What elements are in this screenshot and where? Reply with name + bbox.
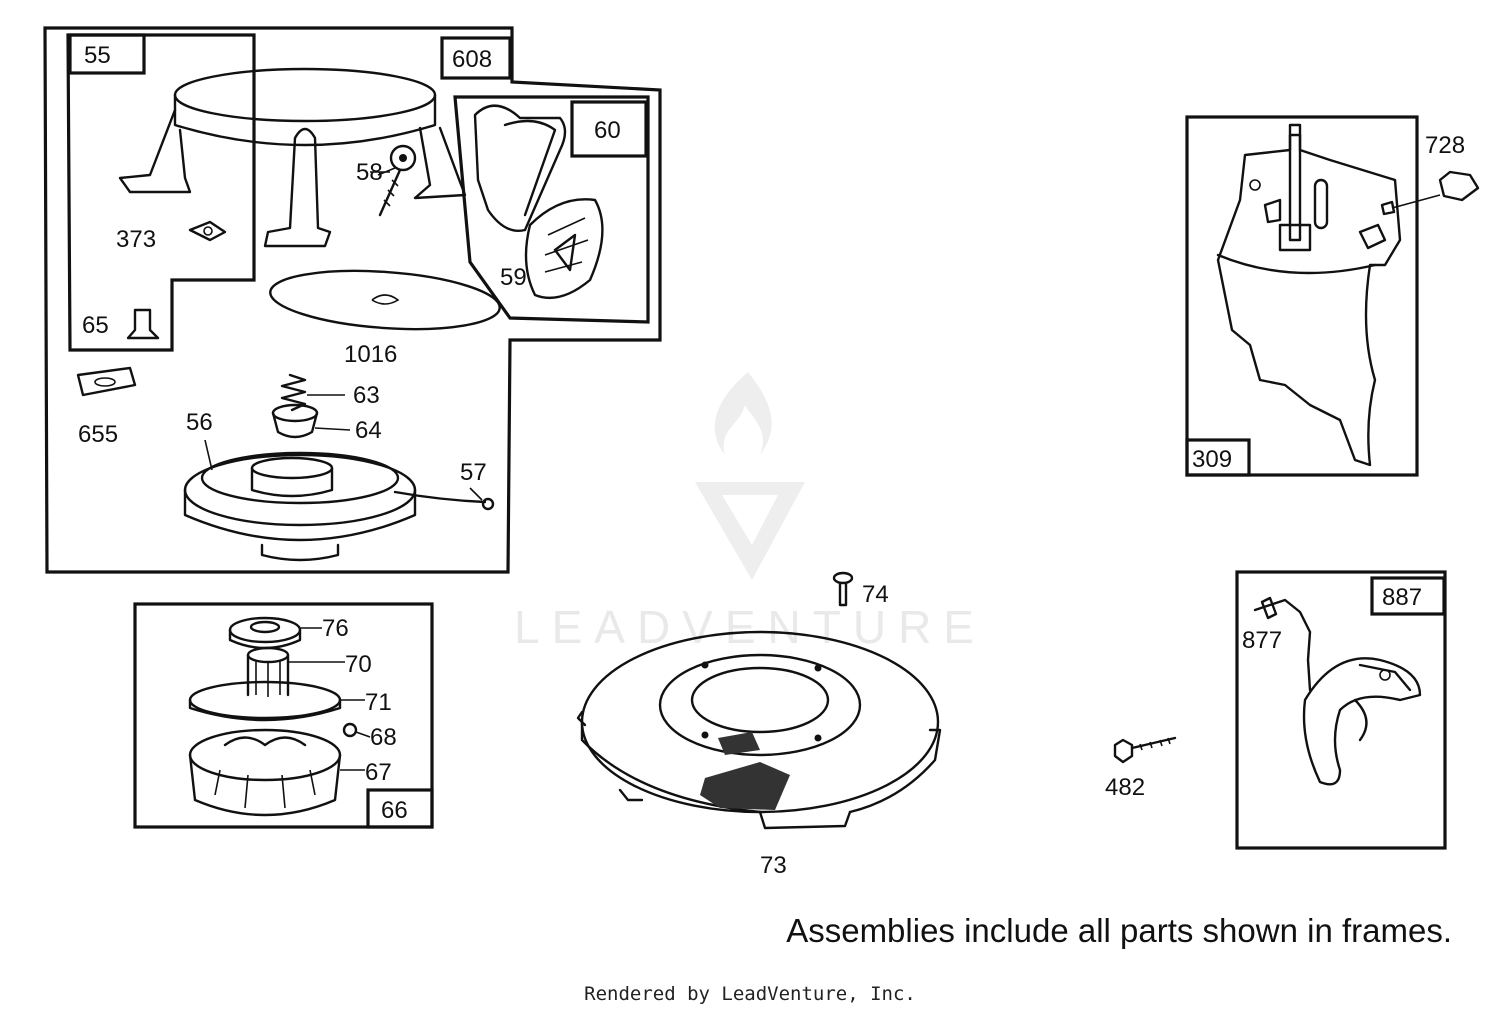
label-65: 65 xyxy=(82,312,109,339)
label-56: 56 xyxy=(186,409,213,436)
bolt-74 xyxy=(832,571,854,607)
assembly-frame-66: 66 xyxy=(133,602,434,829)
cap-64 xyxy=(271,403,319,439)
label-482: 482 xyxy=(1105,774,1145,801)
frame-label-608: 608 xyxy=(440,36,512,80)
screw-58 xyxy=(370,144,417,217)
screen-mesh-upper xyxy=(718,732,760,755)
label-74: 74 xyxy=(862,581,889,608)
part-309-housing xyxy=(1216,123,1402,467)
washer-76 xyxy=(228,616,302,650)
svg-text:887: 887 xyxy=(1382,584,1422,611)
label-373: 373 xyxy=(116,226,156,253)
housing-67 xyxy=(188,728,342,817)
label-63: 63 xyxy=(353,382,380,409)
label-58: 58 xyxy=(356,159,383,186)
label-57: 57 xyxy=(460,459,487,486)
watermark-text: LEADVENTURE xyxy=(514,601,986,653)
frame-label-55: 55 xyxy=(68,33,146,75)
svg-text:608: 608 xyxy=(452,46,492,73)
plate-655 xyxy=(76,366,137,397)
label-70: 70 xyxy=(345,651,372,678)
part-373 xyxy=(188,220,227,242)
label-76: 76 xyxy=(322,615,349,642)
label-73: 73 xyxy=(760,852,787,879)
spring-63 xyxy=(280,373,307,412)
part-728 xyxy=(1380,170,1480,216)
leader-lines xyxy=(204,167,483,501)
leadventure-watermark: LEADVENTURE xyxy=(514,372,986,653)
rotating-screen-73 xyxy=(576,630,942,830)
label-68: 68 xyxy=(370,724,397,751)
leader-lines-66 xyxy=(288,627,371,771)
bolt-65 xyxy=(126,308,160,340)
watermark-flame-icon xyxy=(714,372,772,455)
ratchet-70 xyxy=(246,646,290,697)
assembly-frame-60 xyxy=(453,95,650,324)
svg-text:309: 309 xyxy=(1192,446,1232,473)
label-877: 877 xyxy=(1242,627,1282,654)
ignition-armature xyxy=(1253,596,1422,786)
label-1016: 1016 xyxy=(344,341,397,368)
label-64: 64 xyxy=(355,417,382,444)
blower-housing-cover xyxy=(118,67,467,248)
insert-59 xyxy=(524,198,604,300)
plate-71 xyxy=(188,680,342,722)
assembly-frame-608 xyxy=(43,26,662,574)
pulley-56 xyxy=(183,451,417,562)
label-655: 655 xyxy=(78,421,118,448)
handle-60 xyxy=(473,104,567,232)
assembly-frame-55 xyxy=(66,33,256,352)
svg-text:55: 55 xyxy=(84,42,111,69)
label-728: 728 xyxy=(1425,132,1465,159)
watermark-v-icon xyxy=(695,482,805,580)
svg-text:66: 66 xyxy=(381,797,408,824)
rendered-by-credit: Rendered by LeadVenture, Inc. xyxy=(584,983,916,1005)
label-59: 59 xyxy=(500,264,527,291)
assembly-frame-887: 887 xyxy=(1235,570,1447,850)
assembly-frame-309: 309 xyxy=(1185,115,1419,477)
frame-label-60: 60 xyxy=(570,100,648,158)
ball-68 xyxy=(342,722,358,738)
rope-57 xyxy=(393,490,495,511)
screen-disc-1016 xyxy=(269,269,501,331)
label-71: 71 xyxy=(365,689,392,716)
screen-mesh-lower xyxy=(700,762,790,810)
svg-text:60: 60 xyxy=(594,117,621,144)
assemblies-note: Assemblies include all parts shown in fr… xyxy=(786,912,1452,949)
label-67: 67 xyxy=(365,759,392,786)
bolt-482 xyxy=(1113,736,1177,764)
